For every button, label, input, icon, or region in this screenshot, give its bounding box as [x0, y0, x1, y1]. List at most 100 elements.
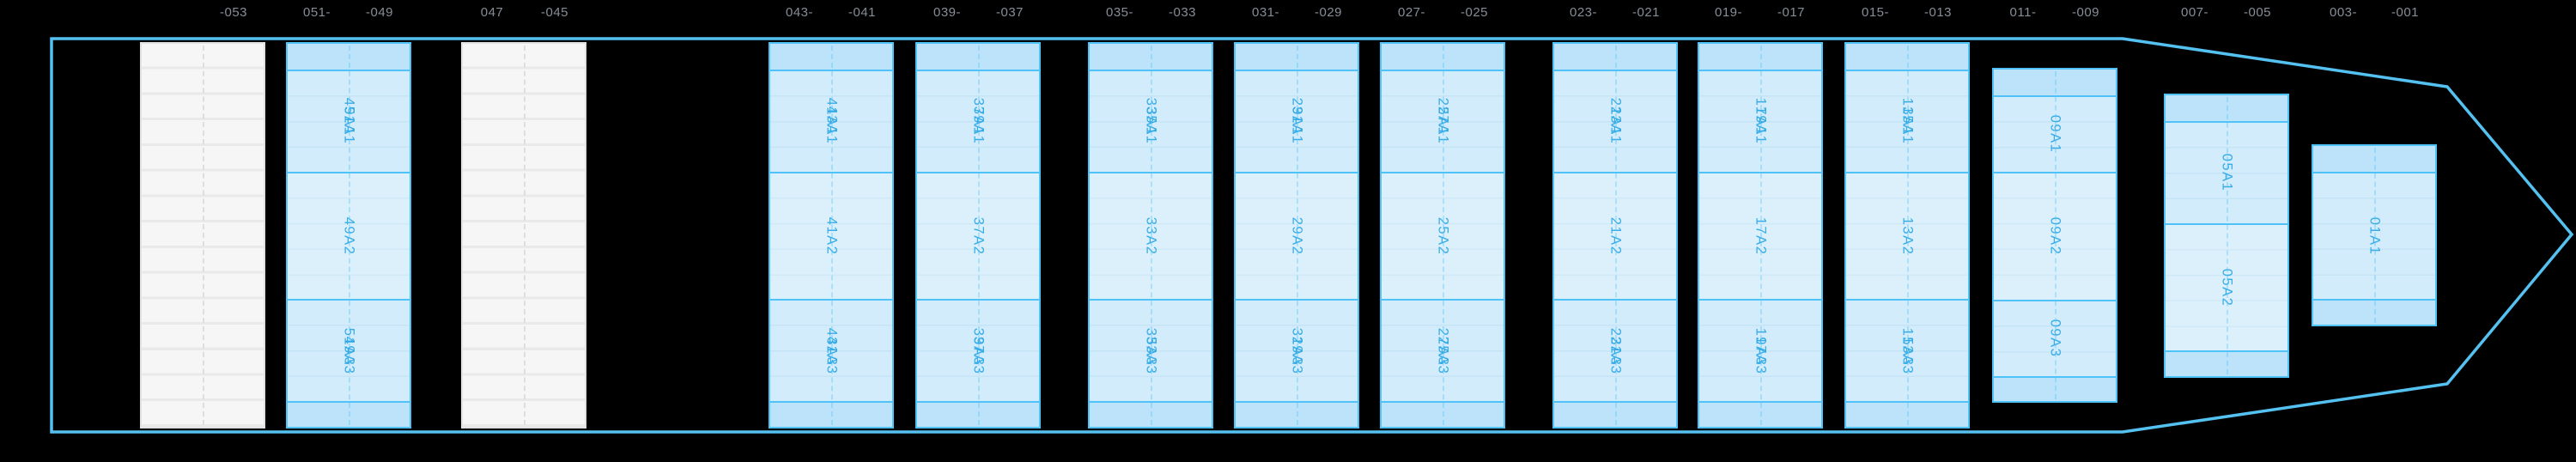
bay-027-025-tier-A2[interactable]: 25A2 — [1382, 171, 1504, 300]
bay-011-009-tier-A1[interactable]: 09A1 — [1994, 94, 2116, 172]
bay-011-009-tier-A3[interactable]: 09A3 — [1994, 299, 2116, 376]
bay-019-017-cap — [1699, 44, 1821, 70]
bay-slot-label: 29A3 — [1289, 336, 1305, 374]
bay-slot-label: 33A2 — [1143, 216, 1159, 256]
bay-051-049-cap — [288, 44, 410, 70]
bay-slot-label: 25A2 — [1435, 216, 1451, 256]
bay-slot-label: 23A3 — [1607, 327, 1624, 366]
bay-011-009-tier-A2[interactable]: 09A2 — [1994, 171, 2116, 300]
bay-043-041-cap — [770, 401, 892, 427]
bay-slot-label: 41A2 — [823, 216, 840, 256]
bay-003-001: 01A1 — [2312, 144, 2437, 327]
bay-slot-label: 01A1 — [2366, 216, 2383, 256]
bay-slot-label: 51A3 — [341, 327, 357, 366]
bay-slot-label: 37A1 — [970, 97, 987, 137]
bay-slot-label: 33A3 — [1143, 336, 1159, 374]
bay-number-label: -033 — [1168, 5, 1197, 20]
bay-slot-label: 27A1 — [1435, 106, 1451, 145]
bay-number-label: -001 — [2391, 5, 2420, 20]
bay-slot-label: 13A3 — [1899, 336, 1916, 374]
bay-slot-label: 21A2 — [1607, 216, 1624, 256]
bay-slot-label: 31A1 — [1289, 106, 1305, 145]
bay-slot-label: 09A2 — [2047, 216, 2063, 256]
hull-outline-path — [50, 37, 2574, 434]
bay-slot-label: 17A1 — [1753, 97, 1769, 137]
bay-slot-label: 37A2 — [970, 216, 987, 256]
bay-003-001-cap — [2313, 146, 2435, 172]
bay-019-017-tier-A2[interactable]: 17A2 — [1699, 171, 1821, 300]
bay-number-label: 039- — [933, 5, 962, 20]
bay-number-label: 011- — [2009, 5, 2037, 20]
bay-slot-label: 41A1 — [823, 97, 840, 137]
bay-007-005: 05A1 05A2 — [2164, 94, 2289, 379]
bay-slot-label: 49A1 — [341, 97, 357, 137]
bay-number-label: 047 — [480, 5, 504, 20]
bay-slot-label: 43A3 — [823, 327, 840, 366]
bay-centerline — [1615, 46, 1617, 425]
bay-slot-label: 39A1 — [970, 106, 987, 145]
bay-centerline — [2374, 148, 2376, 324]
bay-slot-label: 21A3 — [1607, 336, 1624, 374]
hatch-055-053[interactable] — [140, 42, 265, 429]
bay-039-037-tier-A2[interactable]: 37A2 — [917, 171, 1039, 300]
bay-centerline — [978, 46, 980, 425]
bay-slot-label: 27A3 — [1435, 327, 1451, 366]
bay-slot-label: 13A2 — [1899, 216, 1916, 256]
bay-slot-label: 43A1 — [823, 106, 840, 145]
bay-007-005-tier-A1[interactable]: 05A1 — [2166, 120, 2287, 223]
bay-slot-label: 09A1 — [2047, 115, 2063, 154]
bay-slot-label: 05A2 — [2219, 268, 2235, 307]
bay-number-label: 019- — [1714, 5, 1743, 20]
bay-centerline — [2227, 97, 2228, 375]
bay-035-033-tier-A2[interactable]: 33A2 — [1090, 171, 1212, 300]
bay-015-013-cap — [1846, 401, 1968, 427]
bay-031-029-tier-A2[interactable]: 29A2 — [1236, 171, 1358, 300]
bay-slot-label: 19A3 — [1753, 327, 1769, 366]
bay-003-001-tier-A1[interactable]: 01A1 — [2313, 171, 2435, 300]
bay-centerline — [524, 46, 526, 425]
bay-031-029-cap — [1236, 401, 1358, 427]
bay-015-013-cap — [1846, 44, 1968, 70]
bay-019-017-cap — [1699, 401, 1821, 427]
bay-015-013-tier-A2[interactable]: 13A2 — [1846, 171, 1968, 300]
bay-slot-label: 51A1 — [341, 106, 357, 145]
bay-centerline — [349, 46, 350, 425]
bay-centerline — [1907, 46, 1909, 425]
hatch-047-045[interactable] — [461, 42, 586, 429]
bay-number-label: 051- — [302, 5, 331, 20]
bay-051-049-tier-A2[interactable]: 49A2 — [288, 171, 410, 300]
bay-023-021-tier-A2[interactable]: 21A2 — [1554, 171, 1676, 300]
bay-number-label: 007- — [2180, 5, 2209, 20]
bay-043-041-tier-A2[interactable]: 41A2 — [770, 171, 892, 300]
bay-number-label: 003- — [2329, 5, 2358, 20]
bay-number-label: -045 — [540, 5, 569, 20]
bay-023-021-cap — [1554, 44, 1676, 70]
bay-007-005-tier-A2[interactable]: 05A2 — [2166, 222, 2287, 351]
bay-number-label: 031- — [1251, 5, 1280, 20]
bay-slot-label: 17A3 — [1753, 336, 1769, 374]
bay-number-label: -037 — [995, 5, 1024, 20]
bay-centerline — [831, 46, 833, 425]
